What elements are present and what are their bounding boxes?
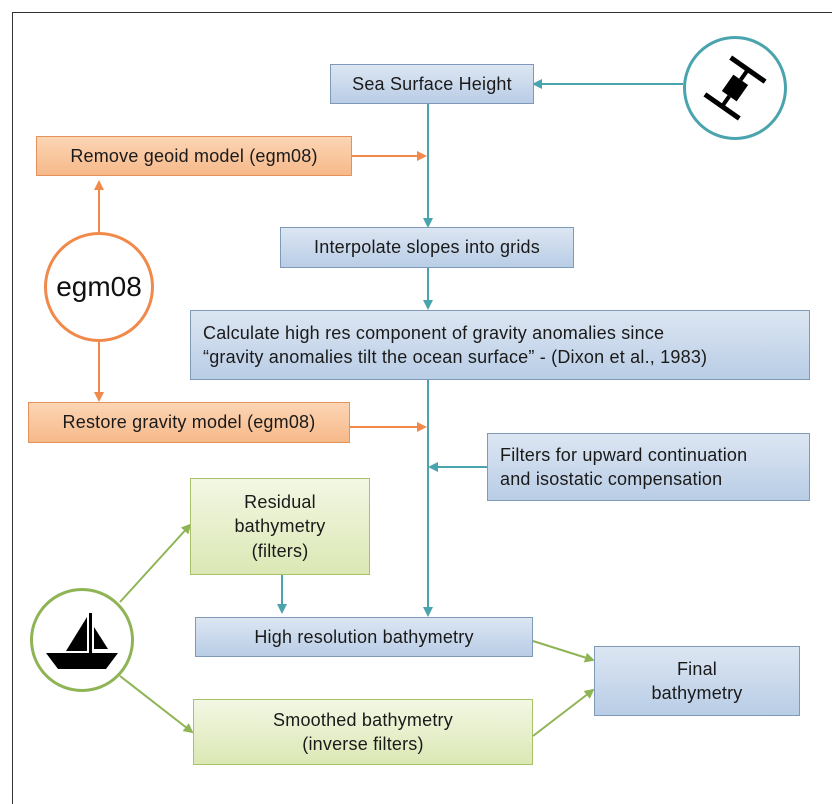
restore-gravity-box: Restore gravity model (egm08) [28,402,350,443]
sea-surface-height-label: Sea Surface Height [352,73,512,94]
remove-geoid-label: Remove geoid model (egm08) [70,145,318,166]
egm08-circle: egm08 [44,232,154,342]
calculate-text: Calculate high res component of gravity … [203,321,707,370]
smoothed-line-2: (inverse filters) [302,734,424,754]
smoothed-bathymetry-box: Smoothed bathymetry (inverse filters) [193,699,533,765]
smoothed-text: Smoothed bathymetry (inverse filters) [273,708,453,757]
residual-line-1: Residual [244,492,316,513]
restore-gravity-label: Restore gravity model (egm08) [62,412,316,433]
final-line-1: Final [676,658,717,679]
residual-text: Residual bathymetry (filters) [234,490,325,563]
filters-text: Filters for upward continuation and isos… [500,443,747,492]
satellite-circle [683,36,787,140]
residual-line-3: (filters) [251,540,309,561]
interpolate-box: Interpolate slopes into grids [280,227,574,268]
calculate-box: Calculate high res component of gravity … [190,310,810,380]
arrow-boat-to-residual [119,523,192,603]
high-res-label: High resolution bathymetry [254,626,474,647]
boat-icon [46,613,118,669]
remove-geoid-box: Remove geoid model (egm08) [36,136,352,176]
filters-line-1: Filters for upward continuation [500,444,748,465]
egm08-label: egm08 [56,271,142,302]
satellite-icon [703,55,767,121]
residual-bathymetry-box: Residual bathymetry (filters) [190,478,370,575]
smoothed-line-1: Smoothed bathymetry [273,709,453,730]
diagram-frame [12,12,832,804]
interpolate-label: Interpolate slopes into grids [314,237,540,258]
arrow-boat-to-smoothed [119,675,194,734]
sea-surface-height-box: Sea Surface Height [330,64,534,104]
filters-line-2: and isostatic compensation [500,469,723,489]
residual-line-2: bathymetry [234,516,326,537]
final-bathymetry-box: Final bathymetry [594,646,800,716]
calculate-line-1: Calculate high res component of gravity … [203,322,665,343]
arrow-highres-to-final [532,640,595,663]
arrow-smoothed-to-final [532,688,595,737]
filters-box: Filters for upward continuation and isos… [487,433,810,501]
final-text: Final bathymetry [651,657,742,706]
calculate-line-2: “gravity anomalies tilt the ocean surfac… [203,347,708,367]
boat-circle [30,588,134,692]
high-resolution-bathymetry-box: High resolution bathymetry [195,617,533,657]
final-line-2: bathymetry [651,683,743,703]
